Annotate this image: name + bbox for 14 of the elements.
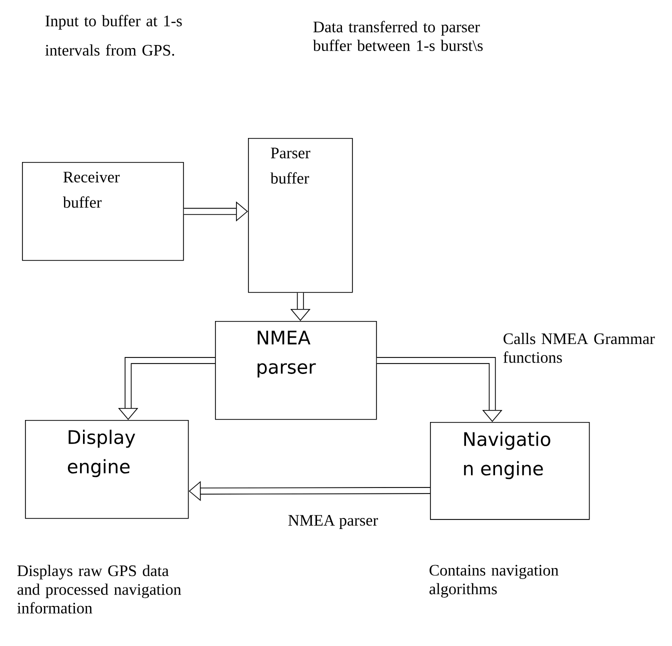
- process-box: Display engine: [25, 420, 189, 519]
- annotation-text: Calls NMEA Grammar functions: [503, 332, 655, 363]
- hollow-arrow: [188, 481, 430, 502]
- annotation-text: Contains navigation algorithms: [430, 564, 558, 598]
- annotation-text: Displays raw GPS data and processed navigation information: [17, 564, 182, 614]
- process-box: Parser buffer: [248, 138, 353, 293]
- annotation-text: Input to buffer at 1-s intervals from GPS.: [45, 14, 182, 56]
- hollow-arrow: [376, 357, 502, 422]
- edge-label: NMEA parser: [286, 514, 380, 530]
- process-box: NMEA parser: [215, 321, 377, 420]
- hollow-arrow: [184, 201, 248, 222]
- annotation-text: Data transferred to parser buffer between 1-s burst\s: [312, 20, 483, 51]
- process-box: Navigatio n engine: [430, 422, 590, 520]
- process-box: Receiver buffer: [22, 162, 184, 261]
